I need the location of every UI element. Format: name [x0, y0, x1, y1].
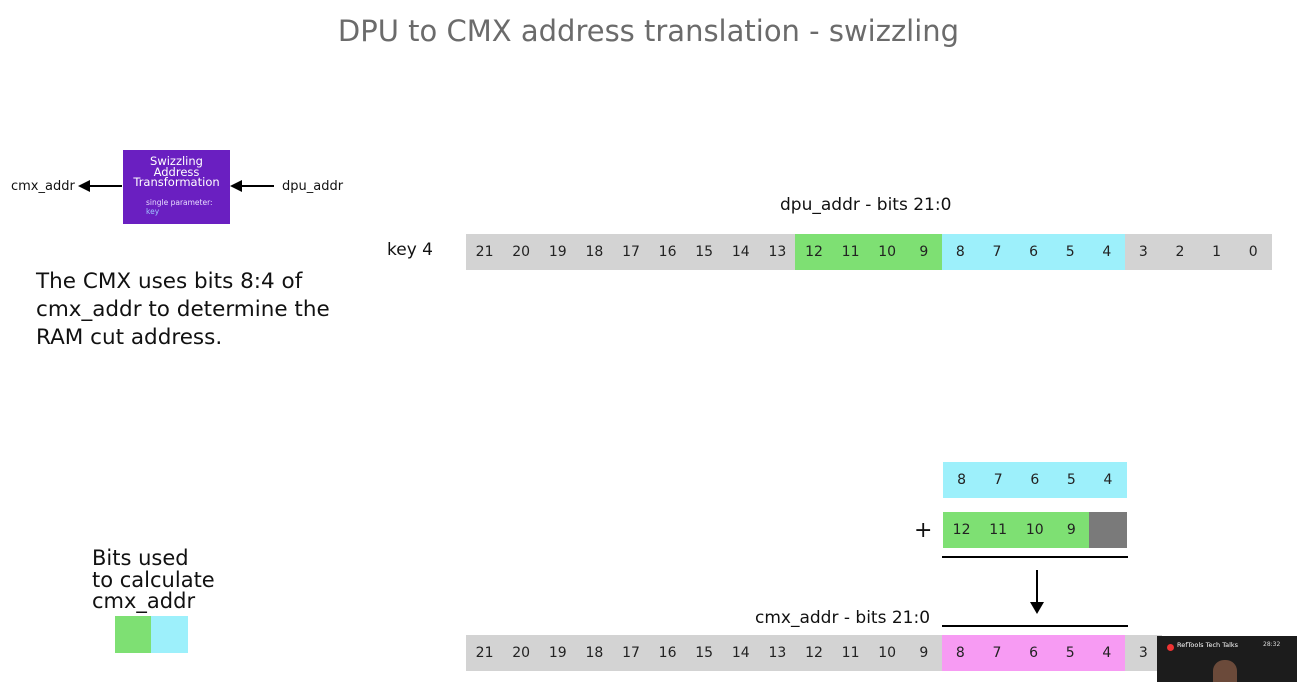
- block-title-line: Transformation: [133, 175, 220, 189]
- left-arrowhead-icon: [78, 180, 90, 192]
- bit-cell: 12: [795, 234, 833, 270]
- meeting-time: 28:32: [1263, 641, 1281, 648]
- down-arrowhead-icon: [1030, 602, 1044, 614]
- bit-cell: 10: [868, 234, 906, 270]
- presenter-avatar: [1213, 660, 1237, 682]
- bit-cell: 20: [502, 635, 540, 671]
- bit-cell: 6: [1015, 635, 1053, 671]
- bit-cell: 9: [905, 635, 943, 671]
- bit-cell: 10: [868, 635, 906, 671]
- bit-cell: 3: [1124, 234, 1162, 270]
- bit-cell: 14: [722, 234, 760, 270]
- bit-cell: 16: [649, 635, 687, 671]
- bit-cell: 12: [943, 512, 981, 548]
- bit-cell: 5: [1052, 462, 1090, 498]
- bit-cell: 17: [612, 635, 650, 671]
- cmx-bits-label: cmx_addr - bits 21:0: [755, 608, 931, 628]
- right-arrowhead-icon: [230, 180, 242, 192]
- block-title-line: Swizzling: [150, 154, 203, 168]
- bit-cell: 21: [466, 635, 504, 671]
- bit-cell: 7: [979, 462, 1017, 498]
- bit-cell: 9: [1052, 512, 1090, 548]
- bit-cell: 8: [943, 462, 981, 498]
- bit-cell: 21: [466, 234, 504, 270]
- bit-cell: 5: [1051, 635, 1089, 671]
- bit-cell: [1089, 512, 1127, 548]
- block-title: Swizzling Address Transformation: [123, 156, 230, 188]
- bit-cell: 4: [1088, 635, 1126, 671]
- bit-cell: 11: [832, 234, 870, 270]
- bit-cell: 19: [539, 234, 577, 270]
- block-param: single parameter: key: [146, 198, 213, 216]
- bit-cell: 13: [758, 234, 796, 270]
- legend-swatch-cyan: [151, 616, 188, 653]
- bit-cell: 16: [649, 234, 687, 270]
- bit-cell: 18: [575, 234, 613, 270]
- description-text: The CMX uses bits 8:4 of cmx_addr to det…: [36, 269, 330, 350]
- cmx-addr-label: cmx_addr: [11, 179, 75, 194]
- legend-line: to calculate: [92, 567, 215, 592]
- key-label: key 4: [387, 240, 433, 260]
- dpu-addr-label: dpu_addr: [282, 179, 344, 194]
- bit-cell: 13: [758, 635, 796, 671]
- bit-cell: 4: [1088, 234, 1126, 270]
- recording-dot-icon: [1167, 644, 1174, 651]
- bit-cell: 1: [1198, 234, 1236, 270]
- plus-sign: +: [914, 518, 933, 543]
- dpu-bits-label: dpu_addr - bits 21:0: [780, 195, 952, 215]
- left-arrow-line: [88, 185, 122, 187]
- bit-cell: 9: [905, 234, 943, 270]
- bit-cell: 7: [978, 635, 1016, 671]
- bit-cell: 6: [1016, 462, 1054, 498]
- bit-cell: 20: [502, 234, 540, 270]
- bit-cell: 4: [1089, 462, 1127, 498]
- page-title: DPU to CMX address translation - swizzli…: [337, 14, 960, 48]
- meeting-title: RefTools Tech Talks: [1177, 641, 1239, 649]
- sum-underline: [942, 556, 1128, 558]
- block-param-line: single parameter:: [146, 198, 213, 207]
- bit-cell: 8: [941, 234, 979, 270]
- block-title-line: Address: [153, 164, 200, 179]
- bit-cell: 14: [722, 635, 760, 671]
- cmx-label-underline: [942, 625, 1128, 627]
- legend-line: Bits used: [92, 546, 189, 570]
- bit-cell: 6: [1015, 234, 1053, 270]
- block-param-key: key: [146, 207, 160, 216]
- bit-cell: 17: [612, 234, 650, 270]
- bit-cell: 12: [795, 635, 833, 671]
- legend-line: cmx_addr: [92, 589, 196, 613]
- bit-cell: 18: [575, 635, 613, 671]
- down-arrow-line: [1036, 570, 1038, 604]
- bit-cell: 0: [1234, 234, 1272, 270]
- legend-swatch-green: [115, 616, 151, 653]
- right-arrow-line: [240, 185, 274, 187]
- video-overlay: RefTools Tech Talks 28:32: [1157, 636, 1297, 682]
- bit-cell: 3: [1124, 635, 1162, 671]
- bit-cell: 15: [685, 635, 723, 671]
- bit-cell: 5: [1051, 234, 1089, 270]
- bit-cell: 7: [978, 234, 1016, 270]
- bit-cell: 2: [1161, 234, 1199, 270]
- swizzling-block: Swizzling Address Transformation single …: [123, 150, 230, 224]
- legend-text: Bits used to calculate cmx_addr: [92, 546, 215, 613]
- bit-cell: 11: [832, 635, 870, 671]
- bit-cell: 19: [539, 635, 577, 671]
- bit-cell: 15: [685, 234, 723, 270]
- bit-cell: 11: [979, 512, 1017, 548]
- bit-cell: 10: [1016, 512, 1054, 548]
- bit-cell: 8: [941, 635, 979, 671]
